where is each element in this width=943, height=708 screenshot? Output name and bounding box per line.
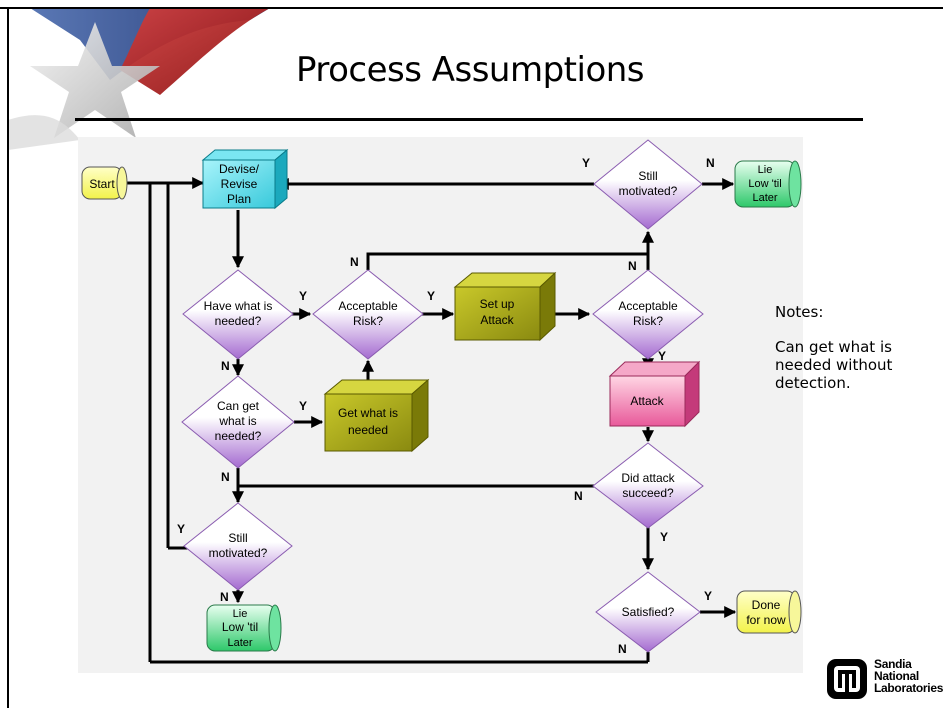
slide-frame-left [7, 7, 9, 708]
still-bottom-yes-label: Y [177, 522, 185, 536]
title-divider [75, 118, 863, 121]
still-bottom-line2: motivated? [209, 546, 268, 560]
lie-top-line2: Low 'til [748, 178, 781, 190]
lie-top-line1: Lie [758, 164, 773, 176]
risk2-line2: Risk? [633, 314, 663, 328]
succeed-no-label: N [574, 489, 583, 503]
attack-box: Attack [608, 360, 701, 428]
done-line1: Done [752, 598, 781, 612]
slide-frame-top [0, 7, 943, 9]
can-get-no-label: N [221, 470, 230, 484]
lie-low-terminator-bottom: Lie Low 'til Later [206, 604, 282, 652]
still-top-line1: Still [638, 169, 657, 183]
succeed-yes-label: Y [660, 530, 668, 544]
sandia-logo-text: Sandia National Laboratories [874, 658, 943, 694]
have-needed-line2: needed? [215, 314, 262, 328]
have-no-label: N [221, 359, 230, 373]
notes-panel: Notes: Can get what is needed without de… [775, 303, 935, 392]
have-what-is-needed-decision: Have what is needed? [182, 269, 294, 360]
done-terminator: Done for now [736, 590, 802, 634]
can-get-what-is-needed-decision: Can get what is needed? [181, 375, 295, 469]
still-top-yes-label: Y [582, 156, 590, 170]
risk2-no-label: N [628, 259, 637, 273]
risk2-yes-label: Y [658, 349, 666, 363]
can-get-line3: needed? [215, 429, 262, 443]
succeed-line2: succeed? [622, 486, 674, 500]
get-needed-line2: needed [348, 423, 388, 437]
set-up-attack-box: Set up Attack [453, 271, 557, 342]
devise-revise-plan-box: Devise/ Revise Plan [201, 148, 289, 210]
sandia-logo [827, 659, 867, 699]
devise-label-line3: Plan [227, 192, 251, 206]
lie-bottom-line3: Later [227, 637, 252, 649]
succeed-line1: Did attack [621, 471, 675, 485]
notes-line-1: Can get what is [775, 338, 892, 356]
still-bottom-no-label: N [220, 590, 229, 604]
start-label: Start [89, 177, 115, 191]
satisfied-yes-label: Y [704, 589, 712, 603]
get-what-is-needed-box: Get what is needed [323, 378, 430, 453]
have-needed-line1: Have what is [204, 299, 273, 313]
satisfied-no-label: N [618, 642, 627, 656]
still-top-line2: motivated? [619, 184, 678, 198]
attack-label: Attack [630, 394, 664, 408]
did-attack-succeed-decision: Did attack succeed? [592, 442, 704, 529]
lie-top-line3: Later [752, 192, 777, 204]
still-top-no-label: N [706, 156, 715, 170]
acceptable-risk-decision-1: Acceptable Risk? [312, 269, 424, 360]
satisfied-decision: Satisfied? [595, 571, 701, 653]
connectors [122, 177, 737, 664]
logo-line-1: Sandia [874, 657, 912, 671]
satisfied-label: Satisfied? [622, 605, 675, 619]
risk1-no-label: N [350, 255, 359, 269]
can-get-yes-label: Y [299, 399, 307, 413]
lie-bottom-line2: Low 'til [222, 620, 258, 634]
still-motivated-decision-bottom: Still motivated? [183, 502, 293, 591]
have-yes-label: Y [299, 289, 307, 303]
risk1-line1: Acceptable [338, 299, 398, 313]
setup-attack-line1: Set up [480, 297, 515, 311]
slide-title: Process Assumptions [295, 50, 645, 90]
lie-low-terminator-top: Lie Low 'til Later [734, 160, 802, 208]
can-get-line2: what is [218, 414, 256, 428]
star-flag-decoration [8, 8, 270, 150]
logo-line-2: National [874, 669, 919, 683]
get-needed-line1: Get what is [338, 406, 398, 420]
devise-label-line1: Devise/ [219, 162, 260, 176]
lie-bottom-line1: Lie [233, 608, 248, 620]
setup-attack-line2: Attack [480, 313, 514, 327]
still-motivated-decision-top: Still motivated? [593, 139, 703, 230]
logo-line-3: Laboratories [874, 681, 943, 695]
done-line2: for now [746, 613, 786, 627]
risk1-line2: Risk? [353, 314, 383, 328]
still-bottom-line1: Still [228, 531, 247, 545]
notes-heading: Notes: [775, 303, 824, 321]
start-terminator: Start [81, 166, 128, 200]
devise-label-line2: Revise [221, 177, 258, 191]
risk2-line1: Acceptable [618, 299, 678, 313]
acceptable-risk-decision-2: Acceptable Risk? [592, 269, 704, 360]
risk1-yes-label: Y [427, 289, 435, 303]
can-get-line1: Can get [217, 399, 260, 413]
notes-line-2: needed without [775, 356, 893, 374]
notes-line-3: detection. [775, 374, 851, 392]
